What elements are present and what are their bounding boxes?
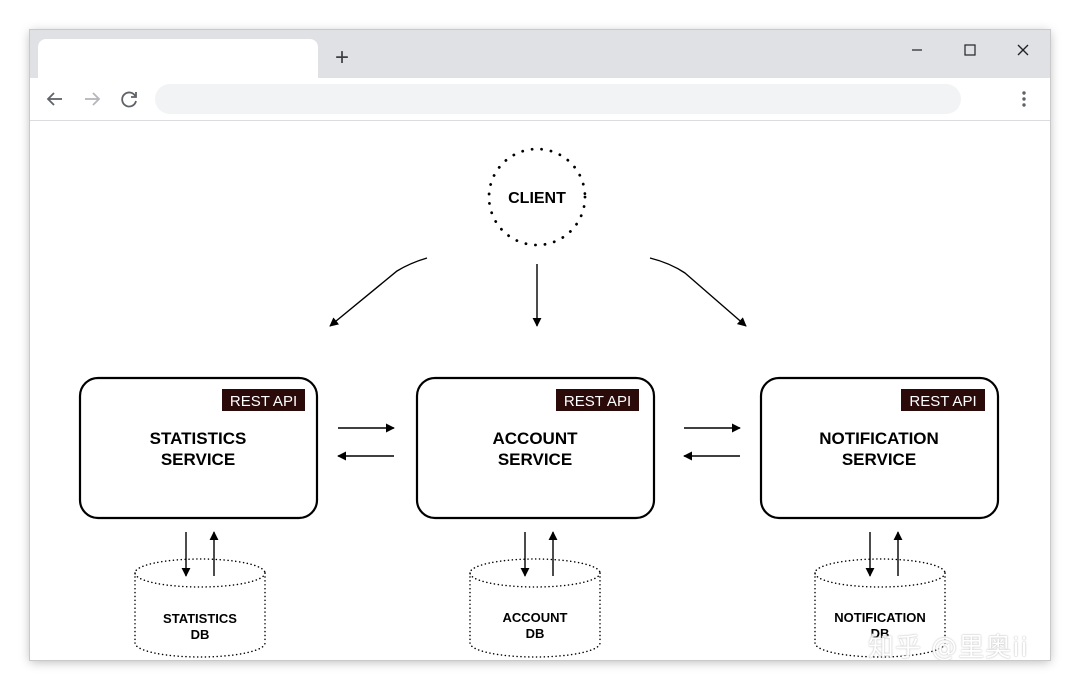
account-service-name-line1: ACCOUNT xyxy=(493,429,579,448)
reload-icon xyxy=(121,91,137,108)
new-tab-button[interactable]: + xyxy=(328,44,356,72)
client-to-statistics-arrow xyxy=(329,257,428,327)
notification-rest-api-badge xyxy=(901,389,985,411)
notification-service-name-line2: SERVICE xyxy=(842,450,916,469)
close-icon xyxy=(1017,44,1029,56)
notification-db-node: NOTIFICATION DB xyxy=(814,558,946,658)
statistics-db-label-line1: STATISTICS xyxy=(163,611,237,626)
maximize-button[interactable] xyxy=(947,34,993,66)
account-db-node: ACCOUNT DB xyxy=(469,558,601,658)
notification-service-node: REST API NOTIFICATION SERVICE xyxy=(759,376,1000,520)
client-dotted-circle xyxy=(487,147,587,247)
notification-db-label-line2: DB xyxy=(871,626,890,641)
maximize-icon xyxy=(964,44,976,56)
watermark: 知乎 @里奥ii xyxy=(868,633,1029,660)
minimize-icon xyxy=(912,49,922,51)
notification-service-name-line1: NOTIFICATION xyxy=(819,429,939,448)
notification-db-cylinder xyxy=(814,558,946,658)
account-rest-api-badge xyxy=(556,389,639,411)
browser-tab[interactable] xyxy=(38,39,318,78)
browser-toolbar xyxy=(30,78,1050,121)
page-content: CLIENT REST API STATISTICS SERVICE xyxy=(30,121,1050,660)
statistics-service-node: REST API STATISTICS SERVICE xyxy=(78,376,319,520)
account-rest-api-label: REST API xyxy=(564,393,631,410)
client-to-notification-arrow xyxy=(649,257,747,327)
statistics-rest-api-badge xyxy=(222,389,305,411)
statistics-db-label-line2: DB xyxy=(191,627,210,642)
statistics-rest-api-label: REST API xyxy=(230,393,297,410)
account-db-label-line2: DB xyxy=(526,626,545,641)
account-db-label-line1: ACCOUNT xyxy=(503,610,568,625)
plus-icon: + xyxy=(334,44,349,71)
statistics-db-cylinder xyxy=(134,558,266,658)
reload-button[interactable] xyxy=(115,85,143,113)
statistics-service-box xyxy=(78,376,319,520)
arrow-left-icon xyxy=(46,92,62,106)
statistics-service-name-line2: SERVICE xyxy=(161,450,235,469)
address-bar[interactable] xyxy=(155,84,961,114)
browser-window: + xyxy=(30,30,1050,660)
client-node: CLIENT xyxy=(487,147,587,247)
account-service-name-line2: SERVICE xyxy=(498,450,572,469)
notification-service-box xyxy=(759,376,1000,520)
kebab-menu-icon xyxy=(1022,91,1026,107)
close-button[interactable] xyxy=(1000,34,1046,66)
statistics-service-name-line1: STATISTICS xyxy=(150,429,247,448)
notification-db-label-line1: NOTIFICATION xyxy=(834,610,925,625)
arrow-right-icon xyxy=(85,92,101,106)
architecture-diagram: CLIENT REST API STATISTICS SERVICE xyxy=(78,147,1000,658)
minimize-button[interactable] xyxy=(894,34,940,66)
forward-button[interactable] xyxy=(78,85,106,113)
account-service-node: REST API ACCOUNT SERVICE xyxy=(415,376,656,520)
back-button[interactable] xyxy=(41,85,69,113)
browser-menu-button[interactable] xyxy=(1010,85,1038,113)
statistics-db-node: STATISTICS DB xyxy=(134,558,266,658)
account-db-cylinder xyxy=(469,558,601,658)
client-label: CLIENT xyxy=(508,190,566,207)
notification-rest-api-label: REST API xyxy=(909,393,976,410)
title-bar: + xyxy=(30,30,1050,78)
account-service-box xyxy=(415,376,656,520)
